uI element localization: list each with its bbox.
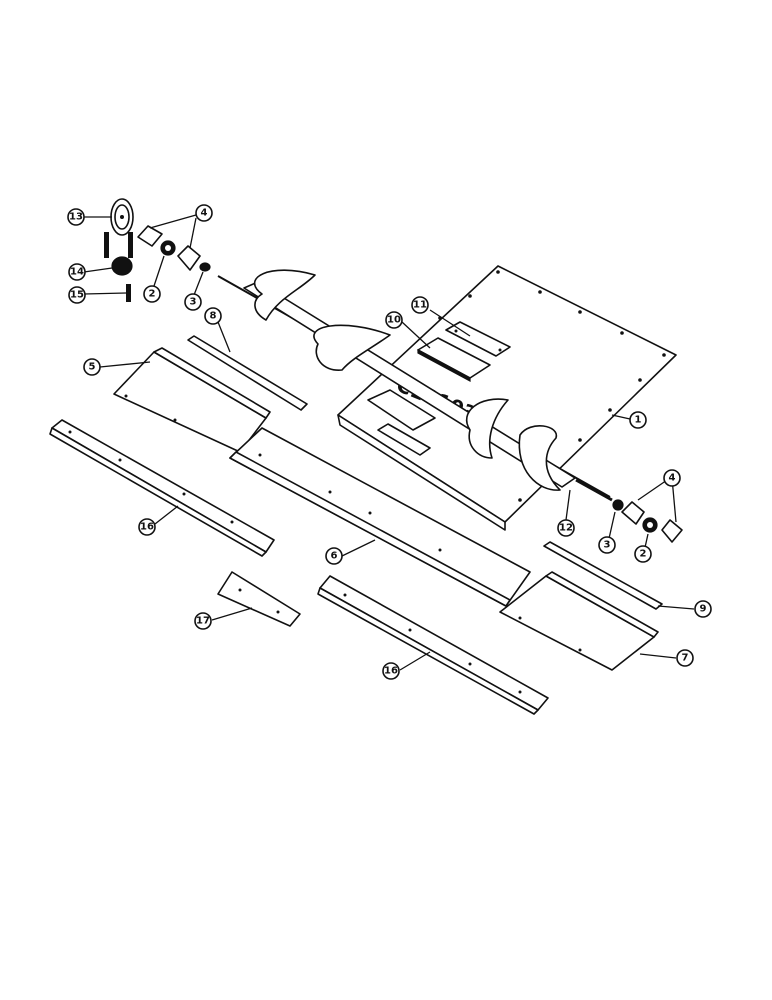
trough-5 [113,347,271,453]
callout-17: 17 [194,612,212,630]
svg-text:7: 7 [682,653,689,664]
svg-text:4: 4 [669,473,676,484]
hub-14 [111,256,133,276]
callout-14: 14 [68,263,86,281]
svg-text:13: 13 [69,212,83,223]
angle-bar-16-upper [49,419,275,557]
svg-text:17: 17 [196,616,210,627]
svg-text:4: 4 [201,208,208,219]
callout-5: 5 [83,358,101,376]
callout-9: 9 [694,600,712,618]
svg-text:2: 2 [640,549,647,560]
callout-1: 1 [629,411,647,429]
svg-text:5: 5 [89,362,96,373]
callout-4-right: 4 [663,469,681,487]
svg-text:9: 9 [700,604,707,615]
auger [217,269,613,502]
callout-2-right: 2 [634,545,652,563]
sprocket [110,198,134,236]
svg-text:6: 6 [331,551,338,562]
callout-3-right: 3 [598,536,616,554]
callout-11: 11 [411,296,429,314]
svg-text:16: 16 [140,522,154,533]
callout-7: 7 [676,649,694,667]
svg-text:2: 2 [149,289,156,300]
svg-text:14: 14 [70,267,84,278]
callout-10: 10 [385,311,403,329]
trough-6 [229,427,531,607]
bearing-flange-left-a [137,225,163,247]
callout-13: 13 [67,208,85,226]
collar-left [199,262,211,272]
bracket-17 [217,571,301,627]
bearing-flange-right-a [621,501,645,525]
strip-9 [543,541,663,610]
key-15 [126,284,131,302]
angle-bar-16-lower [317,575,549,715]
wear-plate-lower [367,389,436,456]
strip-8 [187,335,308,411]
wear-plate-10 [417,337,491,383]
chain-link [104,232,133,258]
callout-12: 12 [557,519,575,537]
trough-7 [499,571,659,671]
bearing-right [642,517,658,533]
collar-right [612,499,624,511]
callout-2-left: 2 [143,285,161,303]
callout-15: 15 [68,286,86,304]
svg-text:8: 8 [210,311,217,322]
callout-6: 6 [325,547,343,565]
callout-16-lower: 16 [382,662,400,680]
svg-text:15: 15 [70,290,84,301]
svg-text:1: 1 [635,415,642,426]
svg-text:3: 3 [190,297,197,308]
callout-16-upper: 16 [138,518,156,536]
svg-text:11: 11 [413,300,427,311]
callout-4-left: 4 [195,204,213,222]
bearing-flange-left-b [177,245,201,271]
svg-text:10: 10 [387,315,401,326]
svg-text:3: 3 [604,540,611,551]
callout-3-left: 3 [184,293,202,311]
floor-plate [337,265,677,531]
bearing-left [160,240,176,256]
svg-text:16: 16 [384,666,398,677]
bearing-flange-right-b [661,519,683,543]
callout-8: 8 [204,307,222,325]
svg-text:12: 12 [559,523,573,534]
